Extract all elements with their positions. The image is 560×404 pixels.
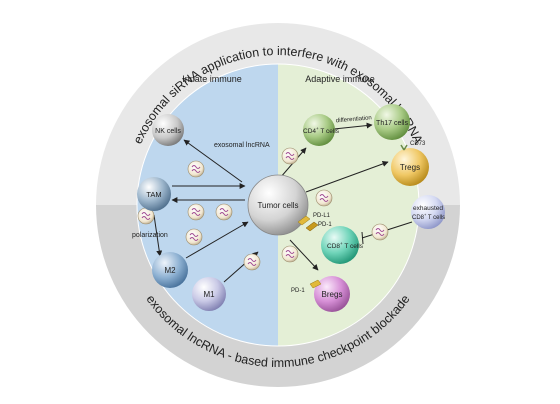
th17-cell-label: Th17 cells [376, 120, 408, 127]
pd-l1-pd-1-checkpoint-icon [297, 215, 319, 232]
pd-1-bregs-label: PD-1 [291, 288, 305, 294]
exhausted-cd8-t-cell [411, 195, 445, 229]
arrow-differentiation [333, 122, 373, 130]
arrow-tumor-to-bregs [289, 239, 319, 271]
exhausted-label-line1: exhausted [413, 205, 443, 212]
tregs-cell-label: Tregs [400, 163, 420, 172]
tam-cell-label: TAM [146, 190, 161, 199]
cd8-t-cell [321, 226, 359, 264]
pd-l1-label: PD-L1 [313, 213, 331, 219]
bregs-cell-label: Bregs [322, 290, 343, 299]
m1-cell-label: M1 [203, 290, 215, 299]
m2-cell [152, 252, 188, 288]
bregs-cell [314, 276, 350, 312]
pd-1-label: PD-1 [318, 222, 332, 228]
arrow-polarization [153, 214, 163, 257]
arrow-tumor-to-tregs [305, 161, 389, 193]
cd73-receptor-icon [400, 144, 408, 151]
cd4-t-cell-label: CD4+ T cells [303, 126, 340, 135]
exosomal-lncrna-label: exosomal lncRNA [214, 142, 270, 149]
m2-cell-label: M2 [164, 266, 176, 275]
m1-cell [192, 277, 226, 311]
adaptive-immune-title: Adaptive immune [305, 74, 375, 84]
tregs-cell [391, 148, 429, 186]
pd-1-bregs-icon [309, 279, 322, 289]
cd8-t-cell-label: CD8+ T cells [327, 241, 364, 250]
polarization-label: polarization [132, 232, 168, 239]
differentiation-label: differentiation [336, 115, 372, 124]
exhausted-label-line2: CD8+ T cells [412, 212, 445, 221]
nk-cell [152, 114, 184, 146]
innate-immune-title: Innate immune [182, 74, 242, 84]
cd4-t-cell [303, 114, 335, 146]
cd73-label: CD73 [410, 141, 426, 147]
nk-cell-label: NK cells [155, 128, 181, 135]
arrow-tumor-to-nk [183, 139, 243, 183]
arrow-m2-to-tumor [185, 221, 249, 259]
tumor-cell-label: Tumor cells [257, 201, 298, 210]
tam-cell [137, 177, 171, 211]
th17-cell [374, 104, 410, 140]
inhibition-bar [361, 231, 364, 245]
tumor-cell [247, 174, 309, 236]
